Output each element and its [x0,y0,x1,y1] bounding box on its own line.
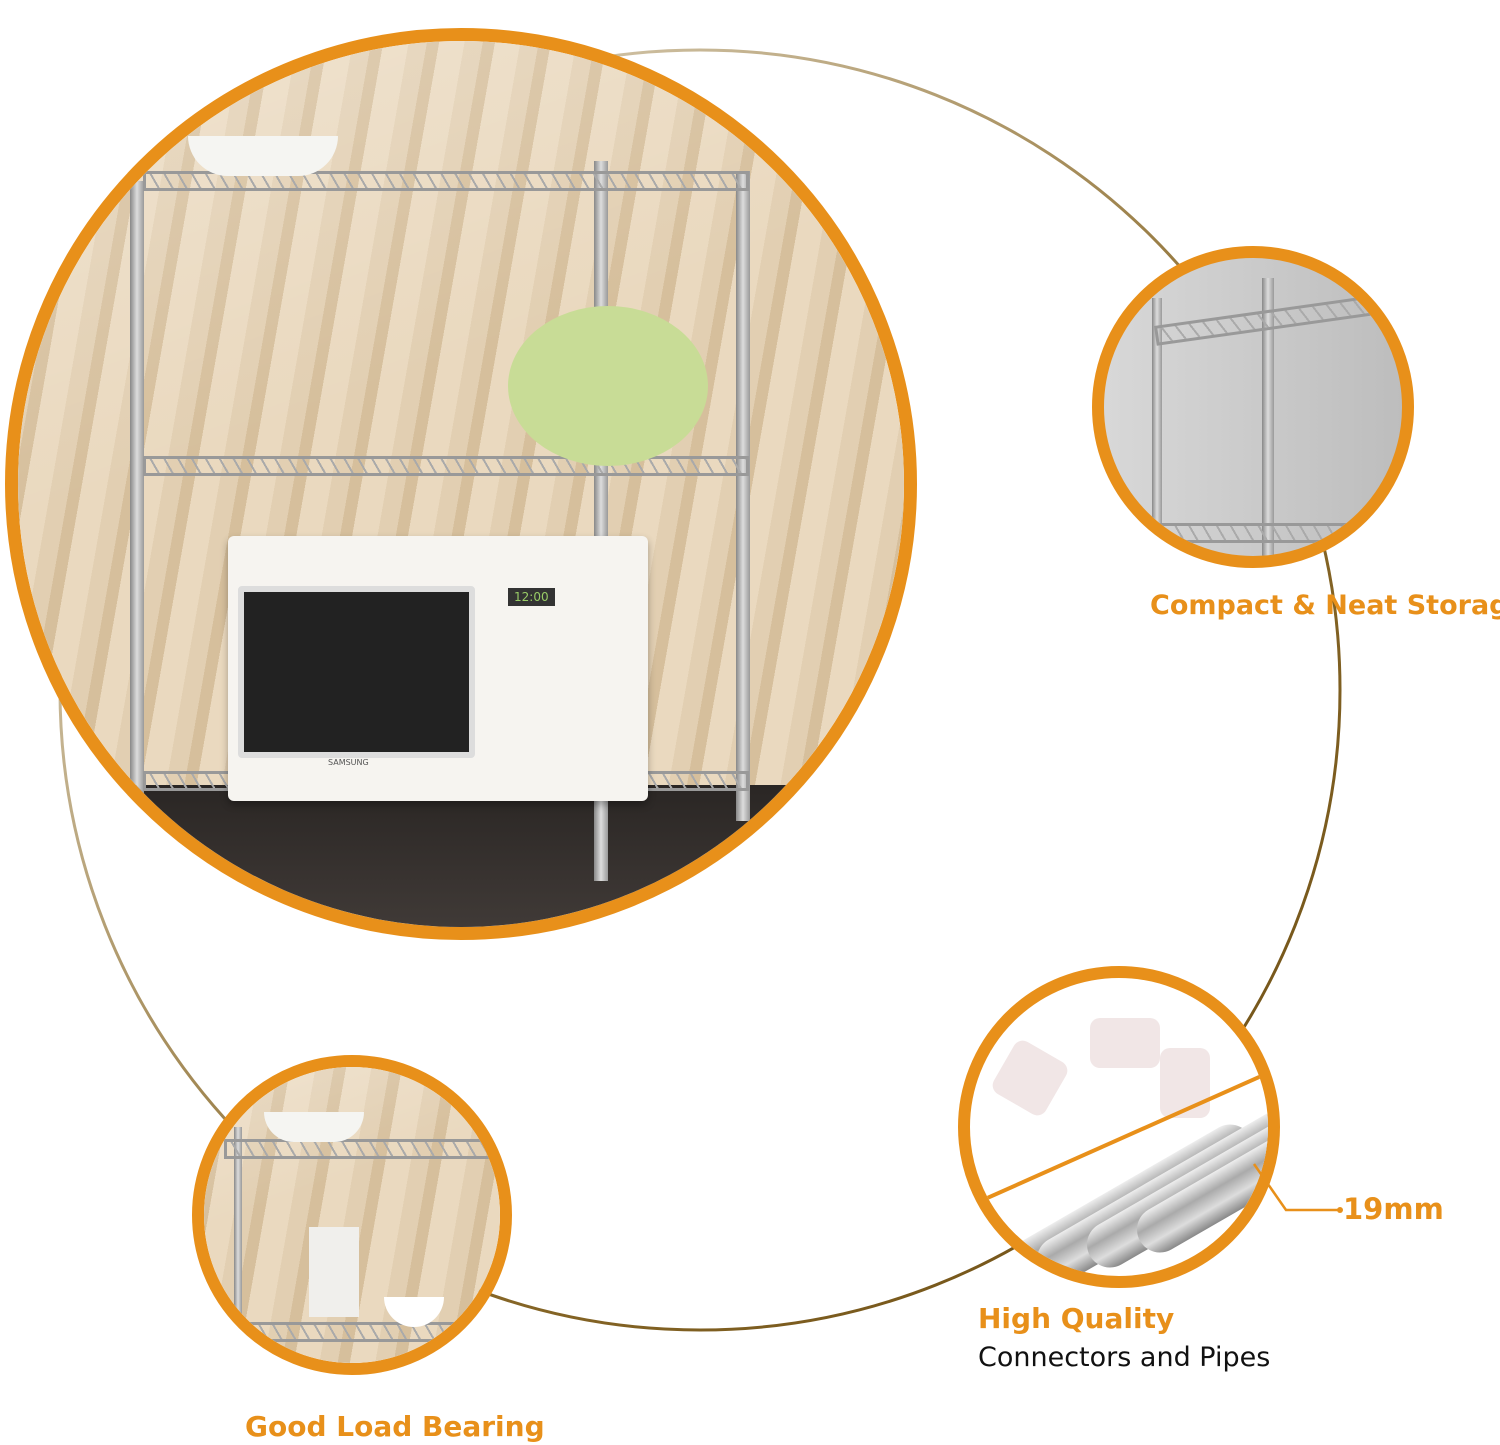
pipe-diameter-label: 19mm [1343,1192,1444,1226]
load-bearing-title: Good Load Bearing [245,1410,545,1443]
dimension-pointer-line [1252,1163,1343,1213]
bowl-image [188,136,338,176]
main-product-image: SAMSUNG 12:00 [5,28,917,940]
microwave-display: 12:00 [508,588,555,606]
high-quality-subtitle: Connectors and Pipes [978,1342,1271,1373]
connectors-pipes-image [958,966,1280,1288]
microwave-brand: SAMSUNG [328,758,369,767]
high-quality-title: High Quality [978,1302,1175,1335]
compact-storage-image [1092,246,1414,568]
plates-image [508,306,708,466]
load-bearing-image [192,1055,512,1375]
compact-storage-title: Compact & Neat Storage [1150,590,1500,621]
